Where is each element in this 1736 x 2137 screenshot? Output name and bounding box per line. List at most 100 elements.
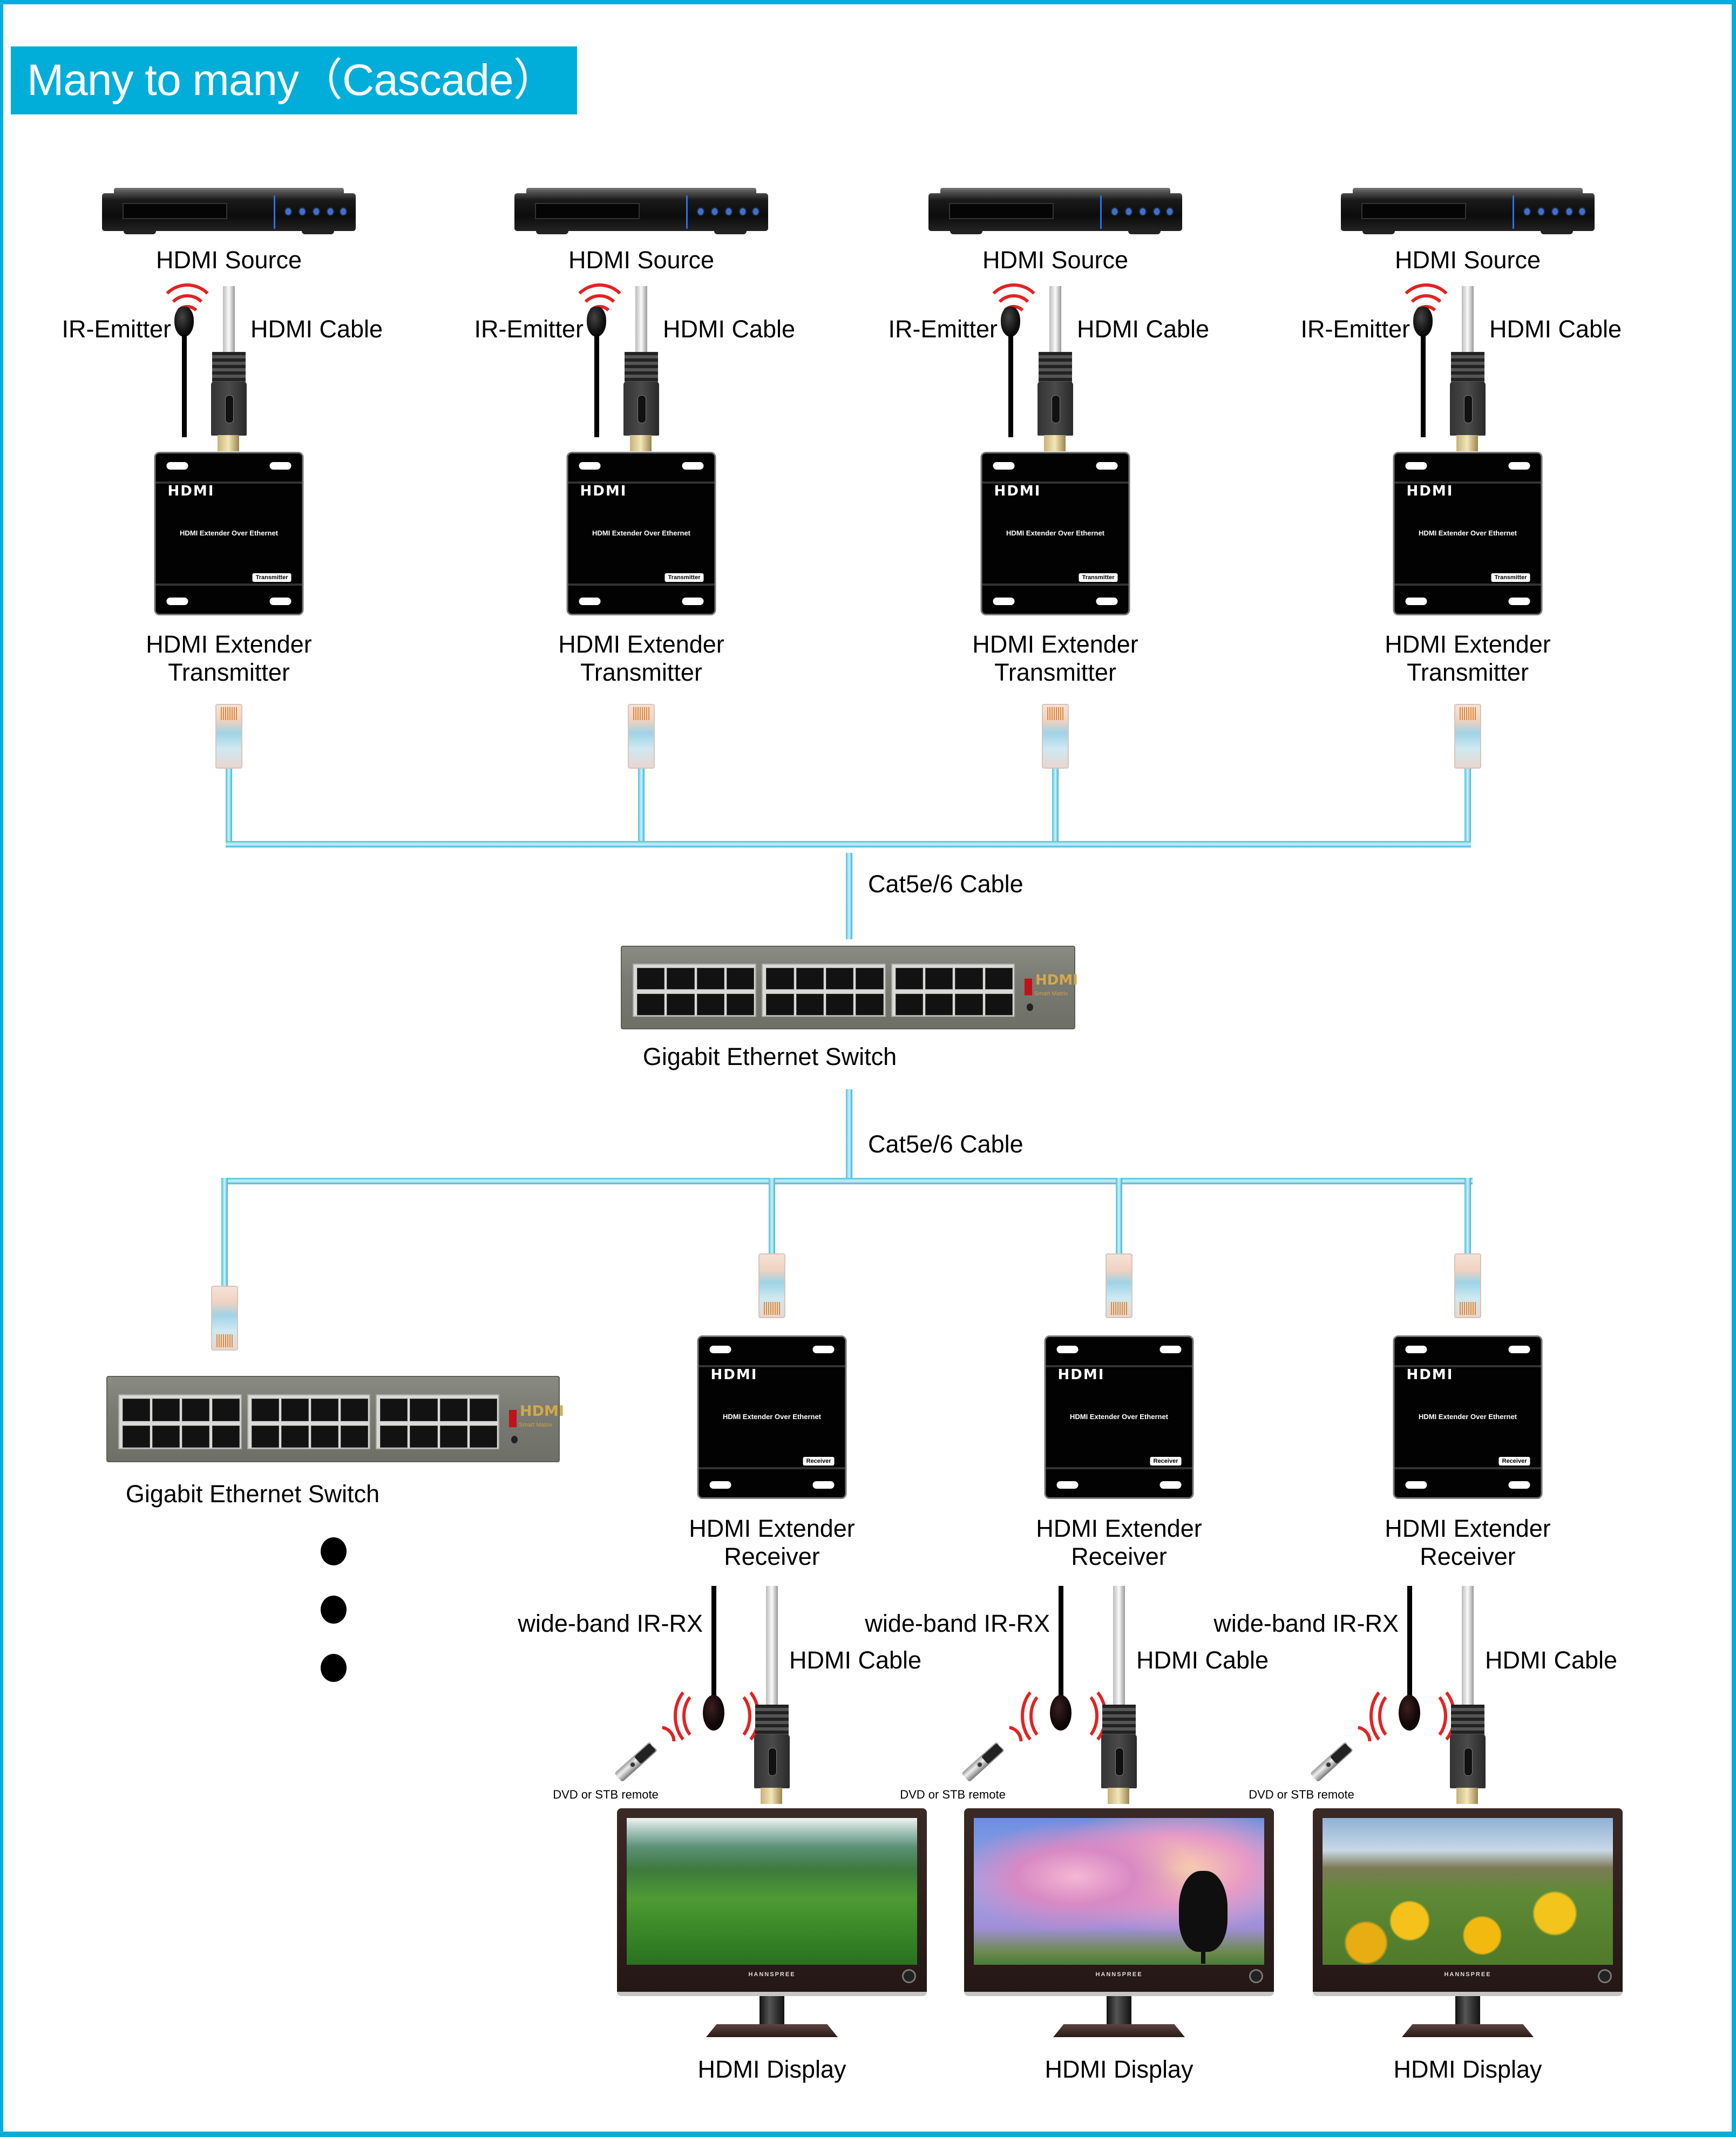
device-description: HDMI Extender Over Ethernet: [1418, 1413, 1517, 1421]
device-tag: Transmitter: [1491, 573, 1530, 582]
hdmi-plug-icon: [1101, 1705, 1137, 1804]
receiver-device: HDMI HDMI Extender Over Ethernet Receive…: [1044, 1335, 1194, 1499]
transmitter-label-line1: HDMI Extender: [972, 630, 1138, 658]
ir-signal-icon: [157, 283, 218, 344]
hdmi-cable: [1049, 286, 1061, 356]
rj45-connector-icon: [1106, 1253, 1133, 1318]
hdmi-plug-icon: [623, 352, 659, 451]
cascade-cable: [221, 1178, 228, 1286]
ethernet-port: [637, 994, 665, 1016]
device-description: HDMI Extender Over Ethernet: [722, 1413, 822, 1421]
ethernet-port: [123, 1425, 151, 1448]
ethernet-port: [341, 1425, 369, 1448]
hdmi-cable: [1462, 1586, 1474, 1710]
ethernet-port: [955, 968, 983, 990]
ir-signal-arc: [674, 1683, 723, 1749]
ethernet-port: [380, 1399, 408, 1421]
remote-label: DVD or STB remote: [900, 1788, 1006, 1801]
dvd-player-icon: [514, 188, 768, 234]
transmitter-label-line1: HDMI Extender: [1385, 630, 1551, 658]
device-tag: Transmitter: [252, 573, 291, 582]
receiver-label-line2: Receiver: [724, 1543, 820, 1570]
ethernet-port: [410, 1399, 438, 1421]
ethernet-port: [696, 968, 724, 990]
ir-emitter-icon: [1413, 307, 1433, 337]
ethernet-port: [212, 1425, 240, 1448]
hdmi-cable-label: HDMI Cable: [1485, 1646, 1618, 1674]
ethernet-port: [152, 1425, 180, 1448]
ir-emitter-label: IR-Emitter: [888, 315, 998, 343]
port-group: [762, 964, 886, 1017]
ethernet-port: [667, 994, 695, 1016]
ir-signal-arc: [710, 1683, 760, 1749]
cat-cable-drop: [1464, 769, 1471, 847]
ir-signal-arc: [166, 294, 209, 337]
ethernet-port: [925, 994, 953, 1016]
ir-emitter-icon: [1001, 307, 1020, 337]
ellipsis-dot-3: [321, 1654, 347, 1682]
hdmi-logo: HDMI: [710, 1367, 758, 1383]
ethernet-port: [796, 968, 824, 990]
hdmi-cable: [1113, 1586, 1125, 1710]
remote-label: DVD or STB remote: [1249, 1788, 1354, 1801]
hdmi-plug-icon: [1450, 1705, 1486, 1804]
hdmi-plug-icon: [211, 352, 247, 451]
hdmi-display-monitor: HANNSPREE: [617, 1808, 927, 2043]
page-title: Many to many（Cascade）: [11, 46, 577, 114]
device-tag: Transmitter: [1079, 573, 1118, 582]
sys-led-icon: [511, 1435, 518, 1443]
remote-label: DVD or STB remote: [553, 1788, 659, 1801]
ir-signal-arc: [1406, 1683, 1456, 1749]
ethernet-port: [696, 994, 724, 1016]
dvd-player-icon: [1341, 188, 1595, 234]
dvd-player-icon: [102, 188, 356, 234]
hdmi-plug-icon: [1450, 352, 1486, 451]
upper-bus-line: [226, 841, 1471, 847]
ethernet-port: [766, 994, 794, 1016]
brand-logo-icon: [509, 1409, 517, 1427]
ir-rx-wire: [1059, 1586, 1063, 1705]
ir-emitter-wire: [1008, 335, 1013, 437]
ir-emitter-label: IR-Emitter: [1300, 315, 1410, 343]
ethernet-port: [825, 994, 854, 1016]
display-screen-image: [627, 1818, 917, 1965]
hdmi-logo: HDMI: [1406, 1367, 1454, 1383]
switch-brand: HDMI: [1035, 972, 1078, 988]
ethernet-port: [895, 994, 923, 1016]
ir-signal-icon: [1396, 283, 1456, 344]
rj45-connector-cascade: [211, 1286, 238, 1351]
ethernet-port: [310, 1425, 339, 1448]
switch-brand-sub: Smart Matrix: [1034, 990, 1068, 997]
ir-emitter-wire: [182, 335, 187, 437]
ethernet-port: [281, 1399, 309, 1421]
rj45-connector-icon: [1454, 1253, 1481, 1318]
ir-emitter-label: IR-Emitter: [474, 315, 584, 343]
port-group: [376, 1394, 499, 1450]
ir-signal-arc: [1021, 1683, 1070, 1749]
ethernet-port: [727, 994, 755, 1016]
ir-signal-icon: [569, 283, 630, 344]
hdmi-cable-label: HDMI Cable: [789, 1646, 922, 1674]
display-label: HDMI Display: [1045, 2055, 1194, 2083]
lower-cat-cable-bus: [221, 1178, 1473, 1184]
receiver-label-line1: HDMI Extender: [689, 1515, 855, 1542]
ethernet-port: [796, 994, 824, 1016]
switch-downlink-cable: [846, 1089, 852, 1182]
ir-emitter-icon: [587, 307, 606, 337]
ethernet-port: [182, 1399, 210, 1421]
display-label: HDMI Display: [697, 2055, 846, 2083]
display-label: HDMI Display: [1393, 2055, 1542, 2083]
display-brand: HANNSPREE: [1444, 1971, 1491, 1978]
rj45-connector-icon: [1042, 704, 1069, 769]
hdmi-display-monitor: HANNSPREE: [1313, 1808, 1623, 2043]
ir-rx-label: wide-band IR-RX: [865, 1610, 1050, 1637]
switch-brand: HDMI: [520, 1403, 564, 1420]
cat-cable-drop: [226, 769, 232, 847]
rj45-connector-icon: [1454, 704, 1481, 769]
lower-cable-label: Cat5e/6 Cable: [868, 1130, 1023, 1158]
ir-signal-arc: [1405, 294, 1448, 337]
hdmi-logo: HDMI: [1057, 1367, 1105, 1383]
power-button-icon: [902, 1969, 916, 1983]
